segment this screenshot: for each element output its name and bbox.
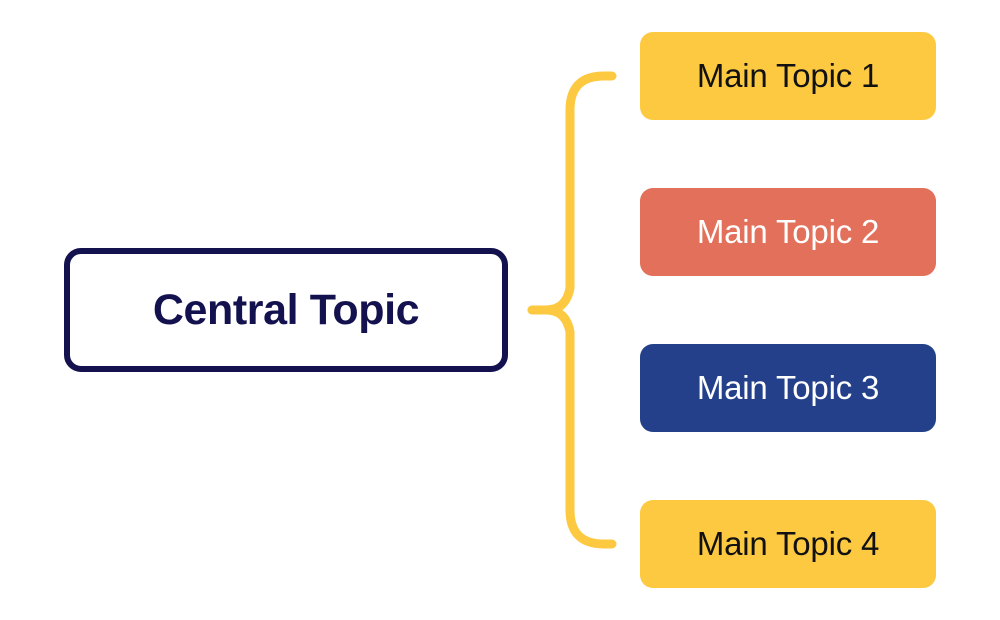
central-topic-node[interactable]: Central Topic — [64, 248, 508, 372]
topic-node-4[interactable]: Main Topic 4 — [640, 500, 936, 588]
brace-lower-arm — [527, 305, 617, 549]
topic-node-3-label: Main Topic 3 — [696, 369, 880, 406]
brace-upper-arm — [527, 71, 617, 315]
topic-node-1-label: Main Topic 1 — [696, 57, 880, 94]
topic-node-4-label: Main Topic 4 — [696, 525, 880, 562]
central-topic-label: Central Topic — [152, 285, 420, 334]
topic-node-2[interactable]: Main Topic 2 — [640, 188, 936, 276]
topic-node-3[interactable]: Main Topic 3 — [640, 344, 936, 432]
topic-node-2-label: Main Topic 2 — [696, 213, 880, 250]
topic-node-1[interactable]: Main Topic 1 — [640, 32, 936, 120]
